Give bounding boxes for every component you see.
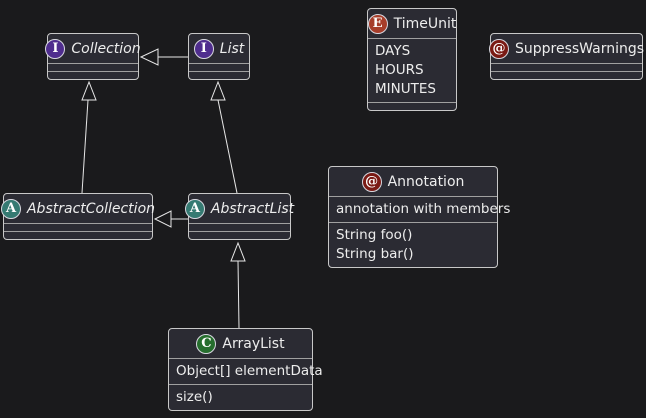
fields-compartment — [189, 63, 249, 71]
class-box-collection: I Collection — [45, 33, 141, 80]
fields-compartment — [491, 63, 642, 71]
class-name: Collection — [71, 40, 141, 57]
annotation-icon: @ — [488, 38, 509, 59]
class-icon: C — [196, 333, 217, 354]
method-row: size() — [176, 389, 213, 405]
method-row: String bar() — [336, 246, 414, 262]
class-header: A AbstractCollection — [0, 194, 156, 223]
class-header: C ArrayList — [169, 329, 312, 358]
hollow-triangle-icon — [210, 80, 226, 101]
class-box-abstractcollection: A AbstractCollection — [0, 193, 156, 240]
annotation-header: @ Annotation — [329, 167, 497, 196]
enum-header: E TimeUnit — [367, 9, 457, 38]
interface-icon: I — [193, 38, 214, 59]
hollow-triangle-icon — [153, 210, 172, 228]
methods-compartment — [4, 231, 152, 239]
edge-abstractcollection-extends-collection — [81, 99, 89, 194]
field-row: annotation with members — [336, 201, 511, 217]
methods-compartment: size() — [169, 384, 312, 410]
fields-compartment — [4, 223, 152, 231]
hollow-triangle-icon — [230, 241, 246, 262]
hollow-triangle-icon — [81, 80, 97, 101]
methods-compartment — [48, 71, 138, 79]
edge-arraylist-extends-abstractlist — [237, 260, 240, 329]
fields-compartment: annotation with members — [329, 196, 511, 222]
enum-value: HOURS — [375, 62, 424, 78]
annotation-name: SuppressWarnings — [514, 40, 645, 57]
enum-box-timeunit: E TimeUnit DAYS HOURS MINUTES — [367, 8, 457, 111]
field-row: Object[] elementData — [176, 363, 323, 379]
annotation-name: Annotation — [387, 173, 465, 190]
methods-compartment: String foo() String bar() — [329, 222, 497, 267]
method-row: String foo() — [336, 227, 413, 243]
methods-compartment — [368, 102, 456, 110]
enum-icon: E — [367, 13, 388, 34]
class-name: AbstractCollection — [26, 200, 156, 217]
class-header: A AbstractList — [184, 194, 294, 223]
annotation-icon: @ — [361, 171, 382, 192]
annotation-box-annotation: @ Annotation annotation with members Str… — [328, 166, 511, 268]
annotation-header: @ SuppressWarnings — [488, 34, 645, 63]
methods-compartment — [491, 71, 642, 79]
enum-value: MINUTES — [375, 81, 436, 97]
abstract-class-icon: A — [184, 198, 205, 219]
class-header: I List — [189, 34, 249, 63]
methods-compartment — [189, 71, 249, 79]
fields-compartment: Object[] elementData — [169, 358, 323, 384]
class-name: AbstractList — [210, 200, 295, 217]
hollow-triangle-icon — [139, 48, 159, 66]
abstract-class-icon: A — [0, 198, 21, 219]
class-name: List — [219, 40, 245, 57]
class-box-arraylist: C ArrayList Object[] elementData size() — [168, 328, 323, 411]
class-name: ArrayList — [222, 335, 285, 352]
enum-values-compartment: DAYS HOURS MINUTES — [368, 38, 456, 102]
class-box-list: I List — [188, 33, 250, 80]
fields-compartment — [189, 223, 290, 231]
enum-name: TimeUnit — [393, 15, 457, 32]
annotation-box-suppresswarnings: @ SuppressWarnings — [488, 33, 645, 80]
class-box-abstractlist: A AbstractList — [184, 193, 294, 240]
methods-compartment — [189, 231, 290, 239]
class-header: I Collection — [45, 34, 141, 63]
enum-value: DAYS — [375, 43, 411, 59]
interface-icon: I — [45, 38, 66, 59]
fields-compartment — [48, 63, 138, 71]
edge-abstractlist-extends-list — [217, 99, 238, 194]
